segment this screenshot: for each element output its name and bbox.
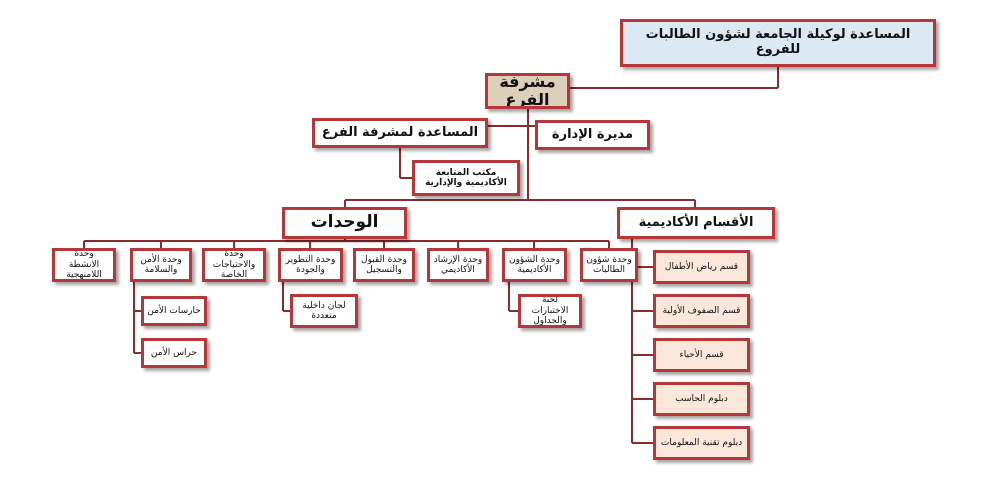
- unit-security-box: وحدة الأمن والسلامة: [130, 248, 192, 282]
- unit-student-affairs-label: وحدة شؤون الطالبات: [586, 254, 632, 275]
- unit-admission-box: وحدة القبول والتسجيل: [353, 248, 415, 282]
- unit-admission-label: وحدة القبول والتسجيل: [361, 254, 407, 275]
- male-guards-box: حراس الأمن: [141, 338, 207, 368]
- dept-kindergarten-label: قسم رياض الأطفال: [664, 261, 739, 272]
- followup-office-box: مكتب المتابعة الأكاديمية والإدارية: [412, 160, 520, 196]
- dept-primary-grades-label: قسم الصفوف الأولية: [662, 305, 741, 316]
- unit-development-label: وحدة التطوير والجودة: [285, 254, 336, 275]
- departments-header-box: الأقسام الأكاديمية: [617, 207, 775, 239]
- exams-committee-box: لجنة الاختبارات والجداول: [518, 294, 582, 328]
- admin-director-box: مديرة الإدارة: [535, 120, 650, 150]
- top-office-label: المساعدة لوكيلة الجامعة لشؤون الطالبات ل…: [645, 27, 911, 57]
- units-header-box: الوحدات: [282, 207, 407, 239]
- unit-special-needs-label: وحدة والاحتياجات الخاصة: [212, 249, 256, 281]
- admin-director-label: مديرة الإدارة: [551, 126, 634, 142]
- male-guards-label: حراس الأمن: [150, 347, 198, 358]
- departments-header-label: الأقسام الأكاديمية: [638, 214, 754, 230]
- top-office-box: المساعدة لوكيلة الجامعة لشؤون الطالبات ل…: [620, 19, 936, 67]
- female-guards-box: حارسات الأمن: [141, 296, 207, 326]
- unit-student-affairs-box: وحدة شؤون الطالبات: [580, 248, 638, 282]
- branch-supervisor-box: مشرفة الفرع: [485, 73, 570, 109]
- female-guards-label: حارسات الأمن: [147, 305, 201, 316]
- unit-special-needs-box: وحدة والاحتياجات الخاصة: [202, 248, 266, 282]
- followup-office-label: مكتب المتابعة الأكاديمية والإدارية: [425, 167, 507, 188]
- unit-academic-affairs-label: وحدة الشؤون الأكاديمية: [508, 254, 561, 275]
- dept-primary-grades-box: قسم الصفوف الأولية: [653, 294, 750, 328]
- unit-activities-label: وحدة الانشطة اللامنهجية: [66, 249, 102, 281]
- internal-committees-label: لجان داخلية متعددة: [302, 300, 346, 321]
- dept-it-diploma-box: دبلوم تقنية المعلومات: [653, 426, 750, 460]
- dept-computer-diploma-box: دبلوم الحاسب: [653, 382, 750, 416]
- unit-development-box: وحدة التطوير والجودة: [278, 248, 343, 282]
- dept-biology-label: قسم الأحياء: [679, 349, 724, 360]
- assistant-supervisor-label: المساعدة لمشرفة الفرع: [321, 124, 479, 140]
- dept-biology-box: قسم الأحياء: [653, 338, 750, 372]
- units-header-label: الوحدات: [310, 212, 379, 233]
- dept-computer-diploma-label: دبلوم الحاسب: [675, 393, 728, 404]
- branch-supervisor-label: مشرفة الفرع: [499, 73, 556, 109]
- exams-committee-label: لجنة الاختبارات والجداول: [531, 295, 569, 327]
- internal-committees-box: لجان داخلية متعددة: [290, 294, 358, 328]
- unit-activities-box: وحدة الانشطة اللامنهجية: [52, 248, 116, 282]
- unit-academic-guidance-box: وحدة الإرشاد الأكاديمي: [427, 248, 489, 282]
- unit-academic-guidance-label: وحدة الإرشاد الأكاديمي: [433, 254, 483, 275]
- dept-it-diploma-label: دبلوم تقنية المعلومات: [660, 437, 743, 448]
- unit-academic-affairs-box: وحدة الشؤون الأكاديمية: [502, 248, 567, 282]
- unit-security-label: وحدة الأمن والسلامة: [140, 254, 182, 275]
- assistant-supervisor-box: المساعدة لمشرفة الفرع: [312, 118, 488, 148]
- dept-kindergarten-box: قسم رياض الأطفال: [653, 250, 750, 284]
